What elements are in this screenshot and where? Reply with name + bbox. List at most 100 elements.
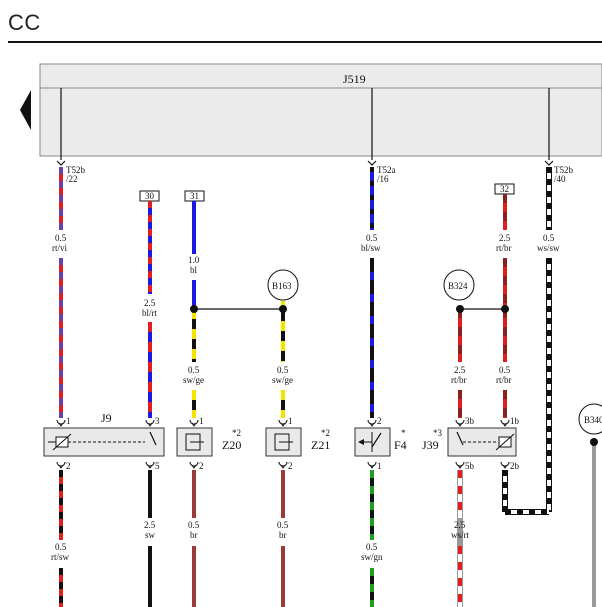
wire-size: 0.5 (277, 365, 289, 375)
component-j39: J39 *3 (422, 427, 517, 457)
pin-arrow-icon (278, 419, 288, 425)
svg-text:B340: B340 (584, 415, 602, 425)
component-f4: F4 * (354, 427, 407, 457)
pin-arrow-icon (500, 419, 510, 425)
wire-color: rt/br (496, 375, 512, 385)
wire-color: rt/vi (52, 243, 67, 253)
svg-text:1: 1 (199, 416, 204, 426)
component-label: J39 (422, 438, 439, 452)
pin-arrow-icon (145, 461, 155, 467)
wire-color: br (279, 530, 287, 540)
pin-arrow-icon (56, 461, 66, 467)
svg-text:5b: 5b (465, 461, 475, 471)
pin-arrow-icon (56, 419, 66, 425)
pin-arrow-icon (455, 419, 465, 425)
svg-text:2: 2 (377, 416, 382, 426)
wire-color: br (190, 530, 198, 540)
pin-arrow-icon (191, 464, 197, 469)
svg-text:1: 1 (377, 461, 382, 471)
wire-size: 0.5 (366, 542, 378, 552)
ecu-j519: J519 (39, 63, 602, 157)
pin-arrow-icon (369, 464, 375, 469)
pin-arrow-icon (280, 422, 286, 427)
svg-text:2b: 2b (510, 461, 520, 471)
wire-label-layer: 0.5 rt/vi 2.5 bl/rt 1.0 bl 0.5 sw/ge 0.5… (51, 233, 560, 562)
pin-arrow-layer (56, 419, 510, 469)
page-title: CC (8, 10, 41, 35)
wire-size: 2.5 (499, 233, 511, 243)
wire-size: 0.5 (188, 520, 200, 530)
junction-dot (190, 305, 198, 313)
wire-layer (59, 167, 596, 607)
component-note: *2 (321, 428, 330, 438)
component-note: *2 (232, 428, 241, 438)
wire-color: rt/br (451, 375, 467, 385)
wire-size: 0.5 (188, 365, 200, 375)
pin-arrow-icon (58, 464, 64, 469)
wire-color: ws/sw (537, 243, 560, 253)
wire-color: rt/sw (51, 552, 70, 562)
pin-arrow-icon (191, 422, 197, 427)
wire-color: ws/rt (451, 530, 469, 540)
connector-c1-name: T52b (66, 165, 85, 175)
pin-arrow-icon (58, 422, 64, 427)
wire-color: rt/br (496, 243, 512, 253)
pin-arrow-icon (455, 461, 465, 467)
svg-text:2: 2 (288, 461, 293, 471)
pin-arrow-icon (457, 422, 463, 427)
svg-text:2: 2 (199, 461, 204, 471)
ground-b324: B324 (443, 269, 475, 301)
connector-c2-pin: /16 (377, 174, 389, 184)
pin-arrow-icon (369, 422, 375, 427)
wire-color: sw/gn (361, 552, 383, 562)
svg-text:B163: B163 (272, 281, 292, 291)
component-z20: Z20 *2 (176, 427, 241, 457)
component-label: Z21 (311, 438, 330, 452)
svg-text:3b: 3b (465, 416, 475, 426)
junction-dot (590, 438, 598, 446)
wire-color: bl/sw (361, 243, 381, 253)
wire-size: 0.5 (55, 542, 67, 552)
component-note: *3 (433, 428, 443, 438)
connector-c2-name: T52a (377, 165, 396, 175)
wire-size: 2.5 (144, 298, 156, 308)
pin-arrow-icon (147, 464, 153, 469)
svg-text:3: 3 (155, 416, 160, 426)
connector-c3-name: T52b (554, 165, 573, 175)
svg-text:32: 32 (500, 184, 509, 194)
wire-color: bl (190, 265, 198, 275)
svg-text:1: 1 (288, 416, 293, 426)
pin-arrow-icon (457, 464, 463, 469)
wire-color: sw/ge (272, 375, 293, 385)
ground-b163: B163 (267, 269, 299, 301)
component-j9: J9 (43, 411, 165, 457)
page-header: CC (0, 0, 602, 44)
wire-size: 0.5 (499, 365, 511, 375)
pin-labels: 1 3 2 5 1 2 1 2 2 1 3b 1b 5b 2b (66, 416, 520, 471)
wire-color: sw/ge (183, 375, 204, 385)
connector-pin-icon (56, 160, 66, 166)
svg-text:1b: 1b (510, 416, 520, 426)
component-label: Z20 (222, 438, 241, 452)
ecu-label: J519 (343, 72, 366, 86)
pin-arrow-icon (278, 461, 288, 467)
wire-size: 0.5 (55, 233, 67, 243)
pin-arrow-icon (502, 464, 508, 469)
wire-color: sw (145, 530, 156, 540)
svg-text:2: 2 (66, 461, 71, 471)
terminal-30: 30 (139, 190, 160, 202)
wire-size: 0.5 (366, 233, 378, 243)
junction-dot (279, 305, 287, 313)
pin-arrow-icon (189, 419, 199, 425)
wire-size: 1.0 (188, 255, 200, 265)
terminal-32: 32 (494, 183, 515, 195)
pin-arrow-icon (147, 422, 153, 427)
pin-arrow-icon (189, 461, 199, 467)
ground-b340: B340 (578, 403, 602, 435)
pin-arrow-icon (280, 464, 286, 469)
header-rule (8, 41, 602, 43)
left-arrow-icon[interactable] (20, 90, 31, 130)
junction-dot (456, 305, 464, 313)
wire-size: 2.5 (144, 520, 156, 530)
